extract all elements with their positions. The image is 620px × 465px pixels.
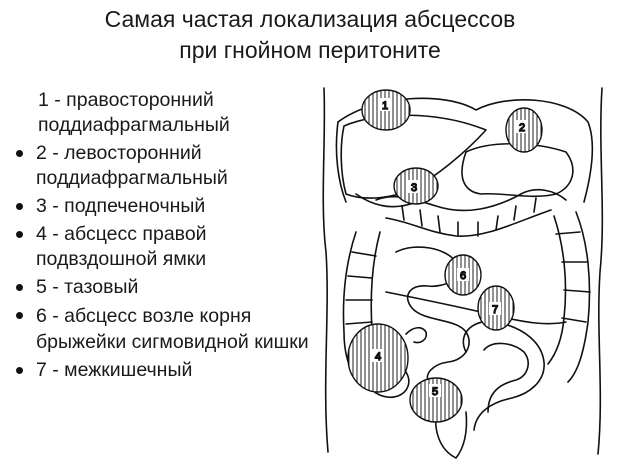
bullet-icon bbox=[16, 312, 23, 319]
torso-left-outline bbox=[322, 87, 329, 453]
transverse-colon-inner bbox=[385, 209, 552, 237]
abscess-4: 4 bbox=[347, 323, 409, 393]
abscess-5-shape bbox=[409, 377, 463, 423]
abscess-1-label: 1 bbox=[382, 100, 388, 112]
abscess-7: 7 bbox=[477, 285, 515, 331]
legend-item-4: 4 - абсцесс правой подвздошной ямки bbox=[14, 222, 314, 272]
abscess-2-label: 2 bbox=[519, 122, 525, 134]
legend-item-1: 1 - правосторонний поддиафрагмальный bbox=[14, 88, 314, 138]
legend-item-6: 6 - абсцесс возле корня брыжейки сигмови… bbox=[14, 303, 314, 355]
abscess-7-label: 7 bbox=[492, 304, 498, 316]
diagram-title: Самая частая локализация абсцессов при г… bbox=[0, 4, 620, 66]
bullet-icon bbox=[16, 203, 23, 210]
abdomen-illustration: 1 2 3 4 5 bbox=[316, 82, 616, 462]
torso-right-outline bbox=[597, 87, 604, 455]
title-line-2: при гнойном перитоните bbox=[179, 37, 441, 63]
descending-haustra bbox=[555, 231, 591, 323]
bullet-icon bbox=[16, 367, 23, 374]
legend-item-7: 7 - межкишечный bbox=[14, 358, 314, 383]
legend-item-label: 2 - левосторонний поддиафрагмальный bbox=[36, 142, 228, 189]
bullet-icon bbox=[16, 150, 23, 157]
legend-item-label: 3 - подпеченочный bbox=[36, 195, 206, 217]
legend-item-label: 4 - абсцесс правой подвздошной ямки bbox=[36, 223, 207, 270]
abscess-5-label: 5 bbox=[432, 386, 438, 398]
rib-margin bbox=[335, 121, 347, 203]
abscess-6: 6 bbox=[444, 254, 482, 296]
ascending-haustra bbox=[345, 251, 377, 349]
legend-item-5: 5 - тазовый bbox=[14, 275, 314, 300]
legend-item-2: 2 - левосторонний поддиафрагмальный bbox=[14, 141, 314, 191]
descending-colon-inner bbox=[547, 215, 567, 365]
legend-item-label: 5 - тазовый bbox=[36, 276, 139, 298]
mesentery-line bbox=[385, 291, 567, 325]
legend-item-label: 7 - межкишечный bbox=[36, 359, 193, 381]
stomach-outline bbox=[461, 142, 574, 198]
legend-list: 1 - правосторонний поддиафрагмальный 2 -… bbox=[14, 88, 314, 386]
abdomen-svg: 1 2 3 4 5 bbox=[322, 87, 604, 459]
bullet-icon bbox=[16, 284, 23, 291]
abscess-1: 1 bbox=[361, 89, 411, 131]
abscess-3: 3 bbox=[393, 167, 439, 205]
sigmoid-colon bbox=[462, 320, 545, 431]
colon-haustra bbox=[401, 197, 537, 237]
abscess-2: 2 bbox=[505, 107, 543, 153]
appendix bbox=[405, 326, 428, 344]
abscess-5: 5 bbox=[409, 377, 463, 423]
descending-colon-outer bbox=[567, 211, 591, 383]
sigmoid-colon-inner bbox=[483, 342, 529, 413]
abscess-6-label: 6 bbox=[460, 270, 466, 282]
title-line-1: Самая частая локализация абсцессов bbox=[104, 6, 516, 32]
legend-item-label: 6 - абсцесс возле корня брыжейки сигмови… bbox=[36, 305, 309, 353]
legend-item-3: 3 - подпеченочный bbox=[14, 194, 314, 219]
abscess-3-label: 3 bbox=[411, 182, 417, 194]
abscess-4-label: 4 bbox=[375, 351, 381, 363]
legend-item-label: 1 - правосторонний поддиафрагмальный bbox=[38, 89, 230, 136]
bullet-icon bbox=[16, 231, 23, 238]
